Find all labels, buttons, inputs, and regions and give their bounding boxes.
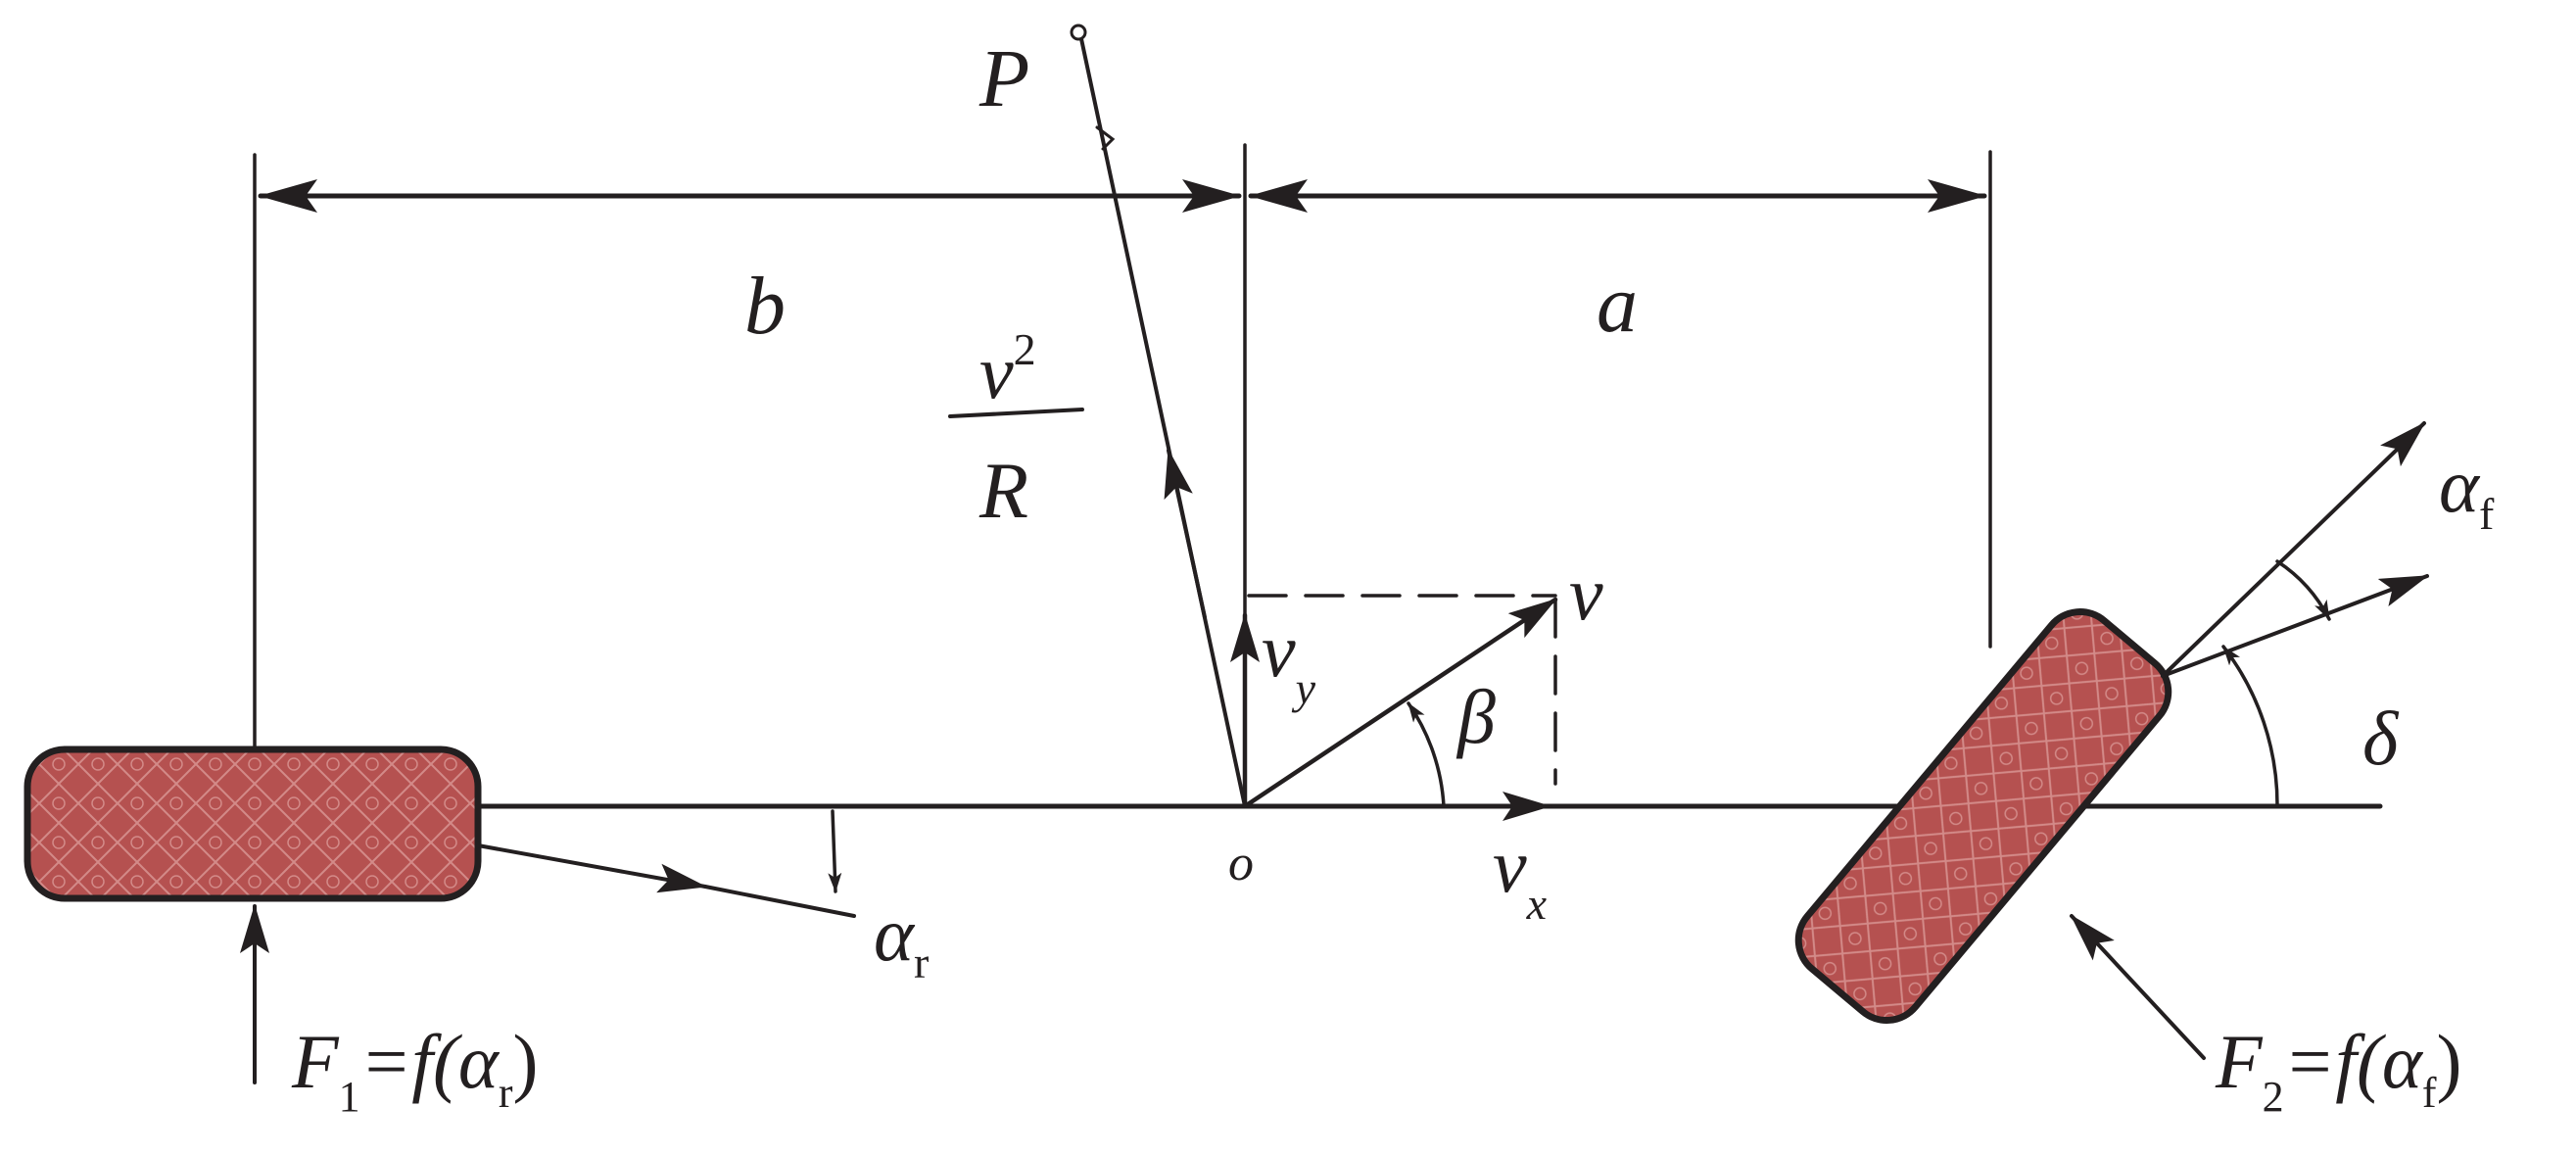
label-p: P <box>978 33 1029 124</box>
label-v2-numerator: v2 <box>979 324 1036 414</box>
beta-angle-arc <box>1407 701 1446 808</box>
front-tire-group <box>1794 608 2172 1024</box>
centripetal-direction-line <box>1078 32 1247 808</box>
front-heading-arrow <box>2161 574 2429 678</box>
point-p-marker <box>1070 24 1087 41</box>
line-break-marker <box>1095 125 1116 151</box>
label-beta: β <box>1455 674 1496 759</box>
label-f2-equation: F2=f(αf) <box>2215 1019 2462 1121</box>
front-tire <box>1794 608 2172 1024</box>
label-v2-denominator: R <box>978 446 1028 535</box>
label-vy: vy <box>1262 607 1316 713</box>
label-b: b <box>744 261 786 352</box>
label-f1-equation: F1=f(αr) <box>291 1019 539 1121</box>
label-a: a <box>1597 259 1638 350</box>
label-alpha-f: αf <box>2439 443 2495 539</box>
centripetal-acceleration-arrow <box>1164 449 1207 619</box>
alpha-f-angle-arc <box>2275 559 2331 621</box>
front-force-arrow <box>2070 914 2206 1060</box>
label-origin: o <box>1228 836 1254 891</box>
velocity-vector-arrow <box>1242 597 1558 809</box>
front-velocity-direction-arrow <box>2161 421 2426 678</box>
label-vx: vx <box>1493 823 1548 929</box>
rear-slip-direction-extension <box>703 885 856 918</box>
v2-over-r-fraction-bar <box>948 408 1084 418</box>
rear-tire <box>24 746 482 902</box>
label-v: v <box>1569 551 1603 636</box>
label-delta: δ <box>2362 696 2400 781</box>
rear-slip-direction-arrow <box>476 843 707 893</box>
label-alpha-r: αr <box>874 891 929 987</box>
alpha-r-angle-arc <box>828 809 842 893</box>
delta-angle-arc <box>2221 645 2279 808</box>
